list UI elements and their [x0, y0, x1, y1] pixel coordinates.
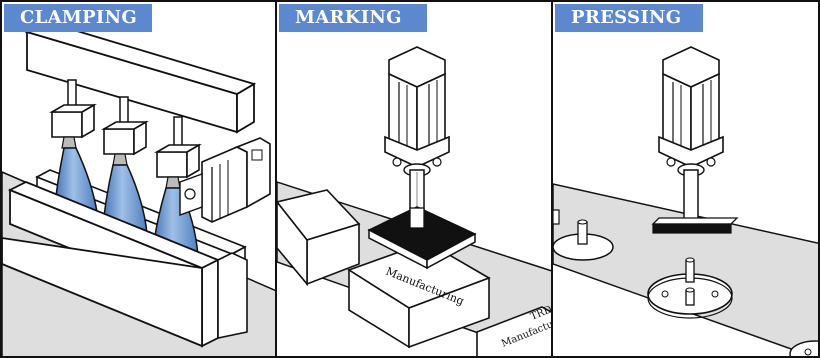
panel-title: PRESSING [555, 4, 703, 32]
marking-panel: Manufacturing TRD Manufactur [275, 0, 553, 358]
press-cylinder [659, 47, 723, 222]
panel-title: MARKING [279, 4, 427, 32]
press-plate [653, 218, 737, 233]
clamping-illustration [2, 2, 277, 358]
pressing-panel: PRESSING [551, 0, 820, 358]
panel-title: CLAMPING [4, 4, 152, 32]
clamping-panel: CLAMPING [0, 0, 277, 358]
marking-illustration: Manufacturing TRD Manufactur [277, 2, 553, 358]
marking-cylinder [385, 47, 449, 225]
pressing-illustration [553, 2, 820, 358]
